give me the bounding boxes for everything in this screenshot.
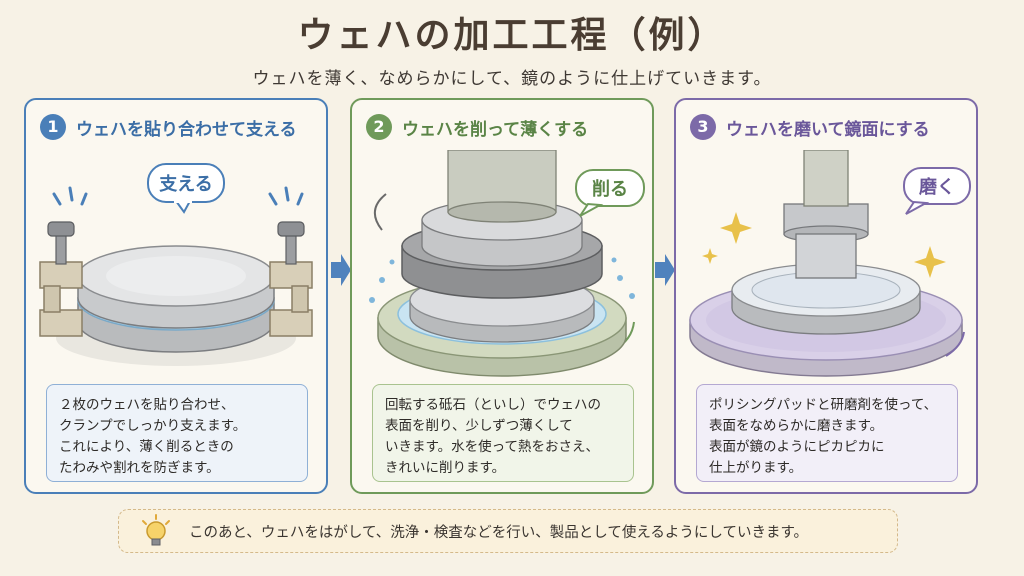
step-description-2: 回転する砥石（といし）でウェハの 表面を削り、少しずつ薄くして いきます。水を使… (372, 384, 634, 482)
bubble-label-polish: 磨く (919, 176, 955, 198)
spindle (447, 150, 557, 223)
footer-note: このあと、ウェハをはがして、洗浄・検査などを行い、製品として使えるようにしていき… (118, 509, 898, 553)
bubble-label-grind: 削る (592, 178, 628, 200)
bubble-label-support: 支える (158, 173, 212, 195)
lightbulb-icon (142, 514, 170, 546)
step-description-3: ポリシングパッドと研磨剤を使って、 表面をなめらかに磨きます。 表面が鏡のように… (696, 384, 958, 482)
step-number-2: 2 (366, 114, 392, 140)
bonded-wafers (56, 245, 296, 366)
description-line: これにより、薄く削るときの (59, 439, 234, 455)
step-panel-1: 1 ウェハを貼り合わせて支える 支える (24, 98, 328, 494)
polished-wafer (731, 263, 921, 335)
step-number-3: 3 (690, 114, 716, 140)
description-line: 回転する砥石（といし）でウェハの (385, 397, 601, 413)
vibration-marks (52, 186, 304, 206)
page-title: ウェハの加工工程（例） (297, 15, 727, 56)
speech-bubble-grind: 削る (575, 169, 645, 217)
description-line: いきます。水を使って熱をおさえ、 (385, 439, 599, 455)
description-line: きれいに削ります。 (385, 460, 506, 476)
rotation-mark (374, 193, 387, 231)
step-heading-2: 2 ウェハを削って薄くする (366, 114, 588, 140)
description-line: ポリシングパッドと研磨剤を使って、 (709, 397, 938, 413)
description-line: 仕上がります。 (709, 460, 803, 476)
step-heading-1: 1 ウェハを貼り合わせて支える (40, 114, 297, 140)
page-subtitle: ウェハを薄く、なめらかにして、鏡のように仕上げていきます。 (252, 69, 772, 89)
polishing-pad-illustration: 磨く (689, 150, 971, 377)
step-panel-2: 2 ウェハを削って薄くする (350, 98, 654, 494)
step-heading-3: 3 ウェハを磨いて鏡面にする (690, 114, 930, 140)
water-droplets (369, 257, 635, 303)
footer-text: このあと、ウェハをはがして、洗浄・検査などを行い、製品として使えるようにしていき… (189, 524, 809, 541)
rotation-mark (945, 331, 965, 357)
speech-bubble-support: 支える (147, 163, 225, 214)
step-title-3: ウェハを磨いて鏡面にする (726, 119, 930, 140)
description-line: ２枚のウェハを貼り合わせ、 (59, 397, 235, 413)
description-line: 表面を削り、少しずつ薄くして (385, 418, 573, 434)
left-clamp (39, 221, 83, 337)
step-title-2: ウェハを削って薄くする (402, 119, 589, 140)
next-step-arrow-2 (655, 254, 675, 286)
right-clamp (269, 221, 313, 337)
sparkle-icons (702, 212, 946, 278)
bonded-wafer-clamp-illustration: 支える (39, 163, 313, 366)
description-line: たわみや割れを防ぎます。 (59, 460, 220, 476)
step-panel-3: 3 ウェハを磨いて鏡面にする (674, 98, 978, 494)
description-line: クランプでしっかり支えます。 (59, 418, 247, 434)
next-step-arrow-1 (331, 254, 351, 286)
step-description-1: ２枚のウェハを貼り合わせ、 クランプでしっかり支えます。 これにより、薄く削ると… (46, 384, 308, 482)
speech-bubble-polish: 磨く (903, 167, 971, 215)
description-line: 表面をなめらかに磨きます。 (709, 418, 884, 434)
description-line: 表面が鏡のようにピカピカに (709, 439, 885, 455)
grinding-wheel-illustration: 削る (369, 150, 645, 377)
step-title-1: ウェハを貼り合わせて支える (76, 119, 297, 140)
step-number-1: 1 (40, 114, 66, 140)
polishing-head (783, 150, 869, 279)
